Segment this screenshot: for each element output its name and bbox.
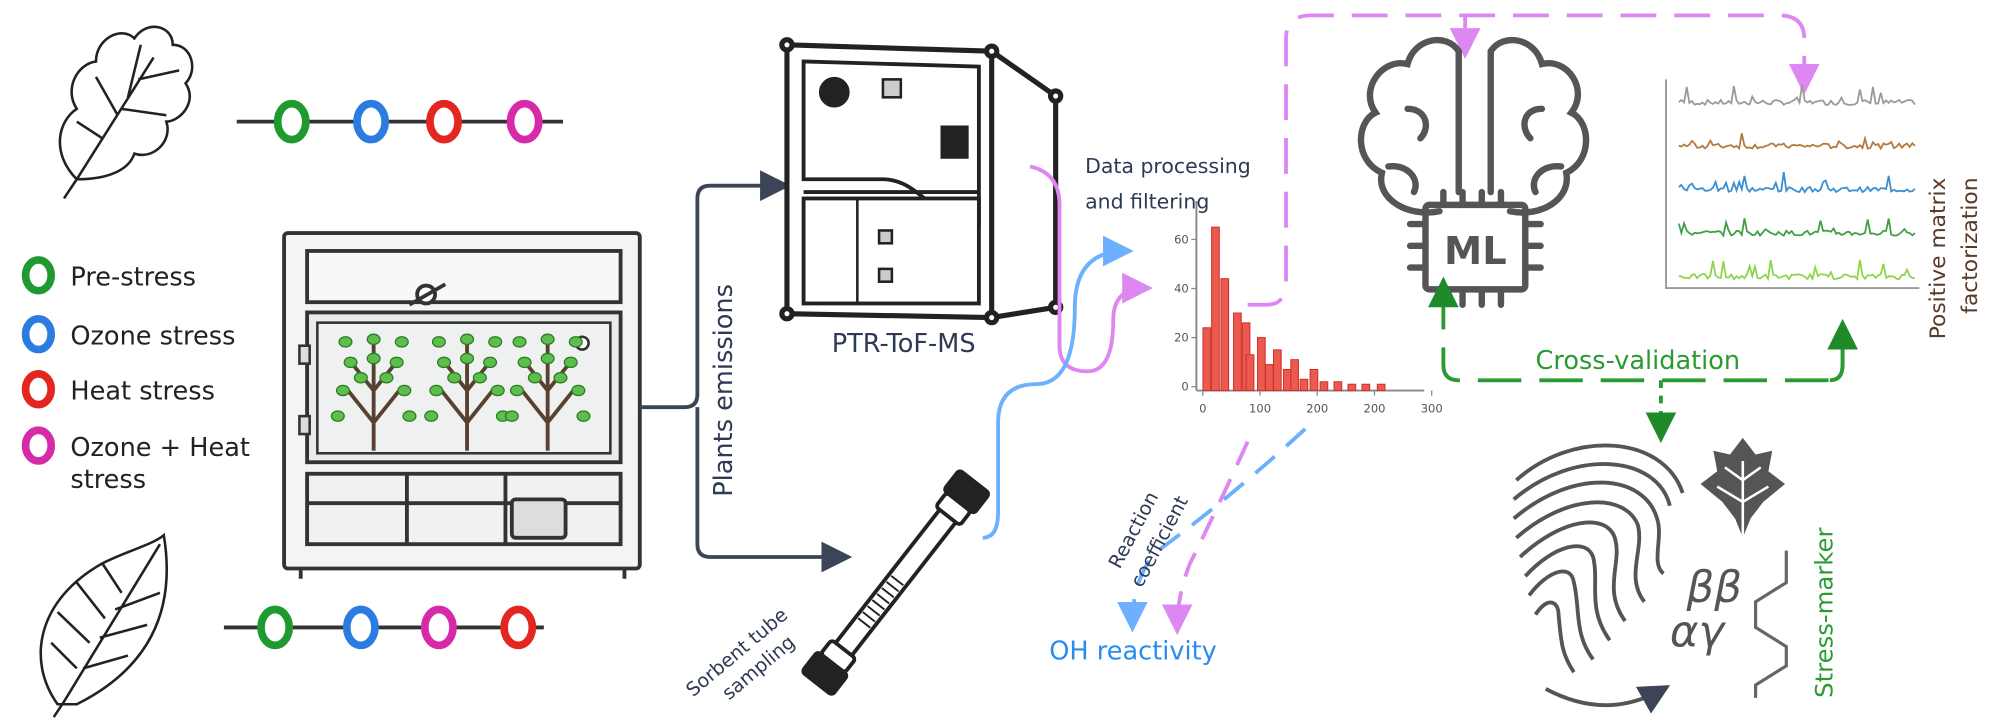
histogram-bar	[1347, 383, 1357, 392]
ptr-data-flow-arrow	[1029, 164, 1153, 374]
sequence-marker-pre-stress	[257, 605, 294, 650]
histogram-bar	[1376, 383, 1386, 392]
plant-icon	[424, 333, 510, 451]
pmf-factor-trace	[1678, 171, 1916, 194]
x-tick-label: 200	[1306, 401, 1328, 415]
sequence-marker-heat	[500, 605, 537, 650]
plants-icon	[330, 333, 591, 451]
y-tick-label: 60	[1174, 232, 1189, 246]
cross-validation-arrow-right	[1827, 318, 1858, 383]
sorbent-tube-label: Sorbent tube sampling	[681, 603, 799, 704]
legend: Pre-stress Ozone stress Heat stress Ozon…	[21, 256, 250, 495]
pmf-factor-trace	[1678, 133, 1916, 151]
sorbent-tube-icon	[801, 469, 990, 696]
reaction-magenta-arrow	[1161, 440, 1250, 636]
histogram-bar	[1257, 337, 1266, 392]
sequence-marker-ozone-heat	[506, 99, 543, 144]
cross-validation-arrow	[1428, 276, 1845, 383]
greek-symbols-bottom: αγ	[1670, 608, 1727, 658]
sequence-marker-ozone-heat	[420, 605, 457, 650]
pmf-label-line2: factorization	[1958, 177, 1983, 313]
y-tick-label: 40	[1174, 281, 1189, 295]
histogram-bar	[1233, 312, 1242, 392]
x-tick-label: 200	[1363, 401, 1385, 415]
emission-arrows	[639, 170, 853, 573]
sequence-marker-ozone	[353, 99, 389, 144]
beech-stress-sequence	[223, 605, 544, 650]
y-tick-label: 20	[1174, 330, 1189, 344]
histogram-chart: 0 100 200 200 300 0 20 40 60	[1174, 201, 1443, 415]
histogram-bar	[1211, 226, 1220, 392]
plants-emissions-label: Plants emissions	[709, 284, 739, 497]
oh-reactivity-label: OH reactivity	[1049, 636, 1217, 666]
x-tick-label: 0	[1199, 401, 1206, 415]
histogram-bar	[1290, 359, 1299, 392]
ptr-tof-ms-instrument-icon	[779, 37, 1064, 326]
instrument-label: PTR-ToF-MS	[832, 329, 976, 359]
histogram-bar	[1361, 383, 1371, 392]
ml-data-flow-arrow	[1247, 13, 1820, 307]
legend-marker-pre-stress	[21, 256, 56, 295]
histogram-bar	[1309, 368, 1319, 392]
histogram-bar	[1265, 364, 1274, 392]
pmf-label-line1: Positive matrix	[1926, 177, 1951, 339]
histogram-bar	[1245, 354, 1255, 392]
legend-marker-ozone	[21, 314, 56, 354]
data-processing-label-line1: Data processing	[1085, 154, 1251, 178]
molecule-chain-icon	[1753, 550, 1788, 698]
pmf-chart	[1665, 79, 1920, 290]
ml-label: ML	[1444, 229, 1507, 274]
legend-marker-heat	[21, 370, 56, 409]
greek-symbols-top: ββ	[1686, 563, 1743, 613]
pmf-factor-trace	[1678, 84, 1916, 107]
x-tick-label: 300	[1421, 401, 1443, 415]
plant-icon	[504, 333, 591, 451]
leaf-icon	[1700, 437, 1786, 545]
histogram-bar	[1220, 278, 1230, 392]
legend-label-heat: Heat stress	[70, 376, 215, 406]
data-processing-label-line2: and filtering	[1085, 190, 1209, 214]
pmf-factor-trace	[1678, 259, 1915, 282]
histogram-bar	[1282, 368, 1292, 392]
legend-label-ozone-heat-line2: stress	[70, 465, 146, 495]
stress-marker-label: Stress-marker	[1809, 528, 1838, 698]
legend-marker-ozone-heat	[21, 426, 56, 465]
pmf-factor-trace	[1677, 218, 1916, 238]
x-tick-label: 100	[1249, 401, 1271, 415]
pmf-axes	[1665, 79, 1920, 290]
reaction-blue-arrow	[1117, 427, 1307, 633]
histogram-bar	[1319, 381, 1329, 392]
sequence-marker-heat	[426, 99, 462, 144]
sequence-marker-pre-stress	[273, 99, 310, 144]
histogram-bar	[1202, 327, 1212, 392]
y-tick-label: 0	[1181, 380, 1188, 394]
plant-icon	[330, 333, 417, 451]
oak-stress-sequence	[236, 99, 564, 144]
growth-chamber-icon	[282, 231, 642, 579]
beech-leaf-icon	[39, 532, 169, 718]
histogram-bar	[1333, 381, 1343, 392]
oak-leaf-icon	[58, 25, 194, 200]
legend-label-ozone: Ozone stress	[70, 321, 235, 351]
sorbent-data-flow-arrow	[982, 235, 1134, 540]
histogram-bar	[1272, 349, 1282, 392]
histogram-bar	[1299, 378, 1309, 392]
legend-label-pre-stress: Pre-stress	[70, 263, 196, 293]
legend-label-ozone-heat: Ozone + Heat	[70, 433, 250, 463]
cross-validation-label: Cross-validation	[1536, 346, 1741, 376]
fingerprint-icon	[1512, 443, 1685, 714]
sequence-marker-ozone	[342, 605, 379, 650]
brain-ml-icon	[1357, 36, 1590, 308]
